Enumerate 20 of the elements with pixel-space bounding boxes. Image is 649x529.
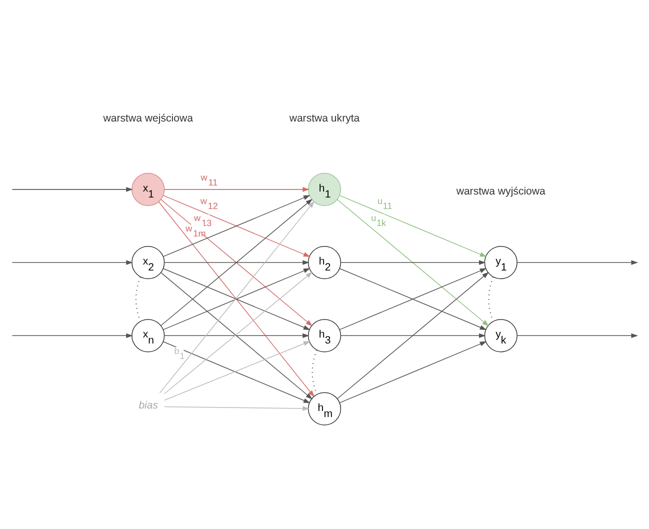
arrow: [339, 268, 487, 330]
arrow: [339, 340, 487, 403]
label: warstwa wyjściowa: [456, 184, 546, 197]
arrow: [12, 260, 133, 264]
arrow: [516, 260, 638, 264]
label: warstwa wejściowa: [103, 112, 193, 124]
arrow: [340, 260, 486, 264]
arrow: [336, 271, 489, 399]
arrow: [162, 268, 310, 330]
arrow: [164, 260, 310, 264]
arrow: [12, 332, 133, 338]
arrow: [516, 332, 638, 338]
arrow: [164, 186, 310, 192]
arrow: [336, 198, 489, 326]
label: warstwa ukryta: [289, 112, 360, 124]
arrow: [12, 186, 133, 192]
node-text: bias: [138, 399, 158, 412]
arrow: [164, 406, 310, 410]
arrow: [164, 332, 310, 338]
arrow: [340, 332, 486, 338]
